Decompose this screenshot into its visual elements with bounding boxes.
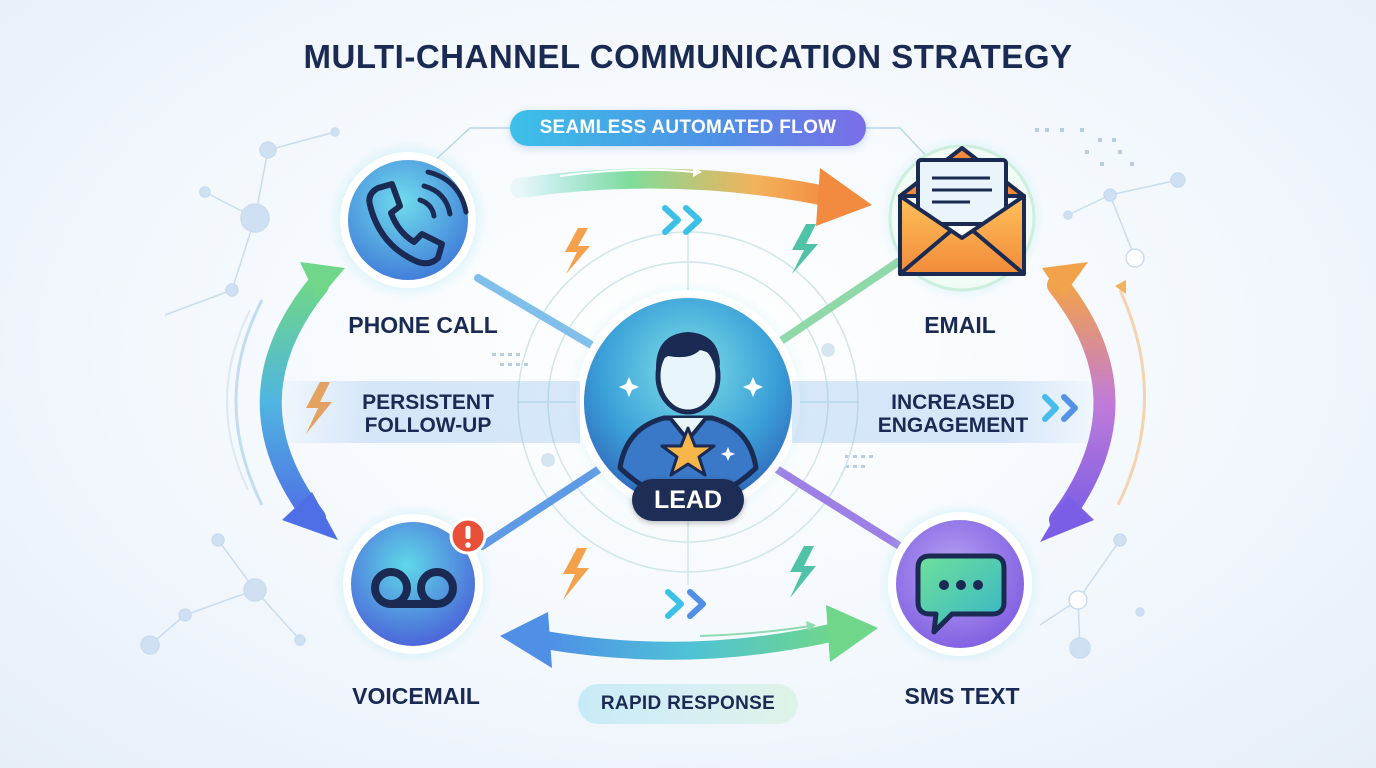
follow-up-line: FOLLOW-UP (364, 414, 492, 437)
increased-engagement-label: INCREASED ENGAGEMENT (858, 391, 1048, 437)
lead-badge: LEAD (632, 479, 744, 521)
sms-text-label: SMS TEXT (904, 683, 1020, 709)
left-cycle-arrow (226, 262, 345, 540)
phone-icon (366, 169, 469, 267)
email-label: EMAIL (924, 312, 996, 338)
lightning-icon (306, 224, 818, 600)
chat-bubble-icon (915, 553, 1007, 635)
follow-up-band (262, 381, 580, 443)
engagement-band (792, 381, 1112, 443)
increased-line: INCREASED (891, 391, 1015, 414)
seamless-flow-pill: SEAMLESS AUTOMATED FLOW (510, 110, 866, 146)
rapid-response-pill: RAPID RESPONSE (578, 684, 798, 724)
bottom-flow-arrow (500, 605, 878, 668)
engagement-line: ENGAGEMENT (877, 414, 1029, 437)
network-decor-left (140, 127, 340, 655)
lead-node (566, 280, 810, 524)
voicemail-icon (371, 568, 457, 608)
dot-grid-decor (492, 128, 1134, 468)
phone-node (328, 140, 488, 300)
alert-badge-icon (449, 517, 487, 555)
network-decor-right (1039, 172, 1186, 659)
connector-lines (474, 258, 902, 550)
top-flow-arrow (510, 167, 872, 226)
email-node (880, 136, 1044, 300)
right-cycle-arrow (1040, 262, 1146, 542)
voicemail-node (333, 504, 493, 664)
phone-call-label: PHONE CALL (348, 312, 498, 338)
persistent-line: PERSISTENT (362, 391, 494, 414)
double-chevron-icon (662, 205, 1078, 619)
persistent-follow-up-label: PERSISTENT FOLLOW-UP (338, 391, 518, 437)
page-title: MULTI-CHANNEL COMMUNICATION STRATEGY (303, 38, 1073, 75)
envelope-icon (898, 146, 1026, 276)
voicemail-label: VOICEMAIL (352, 683, 480, 709)
sms-node (878, 502, 1042, 666)
